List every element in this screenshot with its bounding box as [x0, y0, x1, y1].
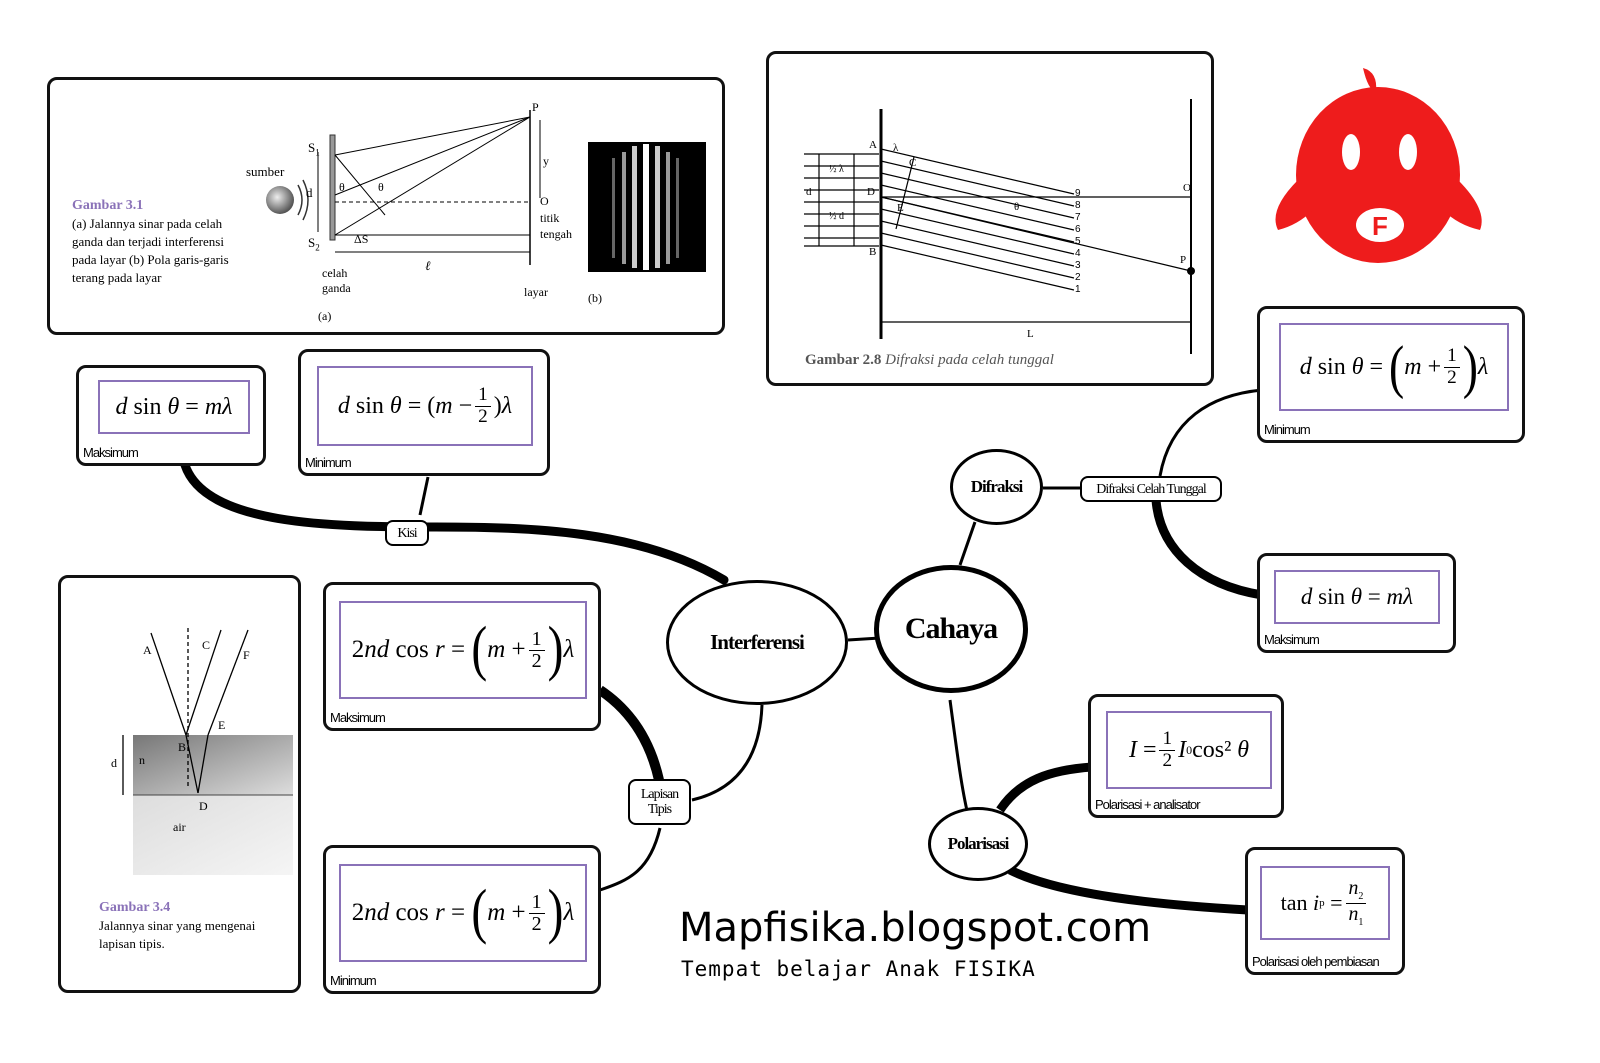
- site-title[interactable]: Mapfisika.blogspot.com: [679, 905, 1152, 951]
- thin-film-diagram: [122, 628, 293, 875]
- figure-thin-film: A C F B E d n D air Gambar 3.4 Jalannya …: [58, 575, 301, 993]
- figure-double-slit: Gambar 3.1 (a) Jalannya sinar pada celah…: [47, 77, 725, 335]
- caption-lapisan-minimum: Minimum: [330, 973, 377, 988]
- caption-difraksi-minimum: Minimum: [1264, 422, 1311, 437]
- mapfisika-logo-icon: F: [1275, 68, 1482, 263]
- caption-kisi-minimum: Minimum: [305, 455, 352, 470]
- tag-difraksi-celah-tunggal[interactable]: Difraksi Celah Tunggal: [1080, 476, 1222, 502]
- figure-2-8-caption: Gambar 2.8 Difraksi pada celah tunggal: [805, 352, 1054, 368]
- light-source-icon: [266, 186, 294, 214]
- node-interferensi[interactable]: Interferensi: [666, 580, 848, 705]
- card-kisi-maksimum: d sin θ = mλ Maksimum: [76, 365, 266, 466]
- node-polarisasi[interactable]: Polarisasi: [928, 807, 1028, 881]
- caption-polarisasi-analisator: Polarisasi + analisator: [1095, 797, 1201, 812]
- caption-difraksi-maksimum: Maksimum: [1264, 632, 1320, 647]
- tag-kisi[interactable]: Kisi: [385, 520, 429, 546]
- figure-3-1-title: Gambar 3.1: [72, 198, 144, 213]
- site-subtitle: Tempat belajar Anak FISIKA: [681, 957, 1036, 981]
- figure-3-1-caption: Gambar 3.1 (a) Jalannya sinar pada celah…: [72, 198, 229, 285]
- double-slit-diagram: [266, 110, 706, 272]
- caption-kisi-maksimum: Maksimum: [83, 445, 139, 460]
- node-cahaya[interactable]: Cahaya: [874, 565, 1028, 693]
- single-slit-diagram: [804, 99, 1195, 354]
- node-difraksi[interactable]: Difraksi: [950, 449, 1043, 525]
- card-difraksi-maksimum: d sin θ = mλ Maksimum: [1257, 553, 1456, 653]
- caption-polarisasi-pembiasan: Polarisasi oleh pembiasan: [1252, 954, 1380, 969]
- svg-text:F: F: [1372, 211, 1388, 241]
- formula-difraksi-maksimum: d sin θ = mλ: [1274, 570, 1440, 624]
- figure-3-4-caption: Gambar 3.4 Jalannya sinar yang mengenai …: [99, 900, 256, 951]
- caption-lapisan-maksimum: Maksimum: [330, 710, 386, 725]
- formula-kisi-maksimum: d sin θ = mλ: [98, 380, 250, 434]
